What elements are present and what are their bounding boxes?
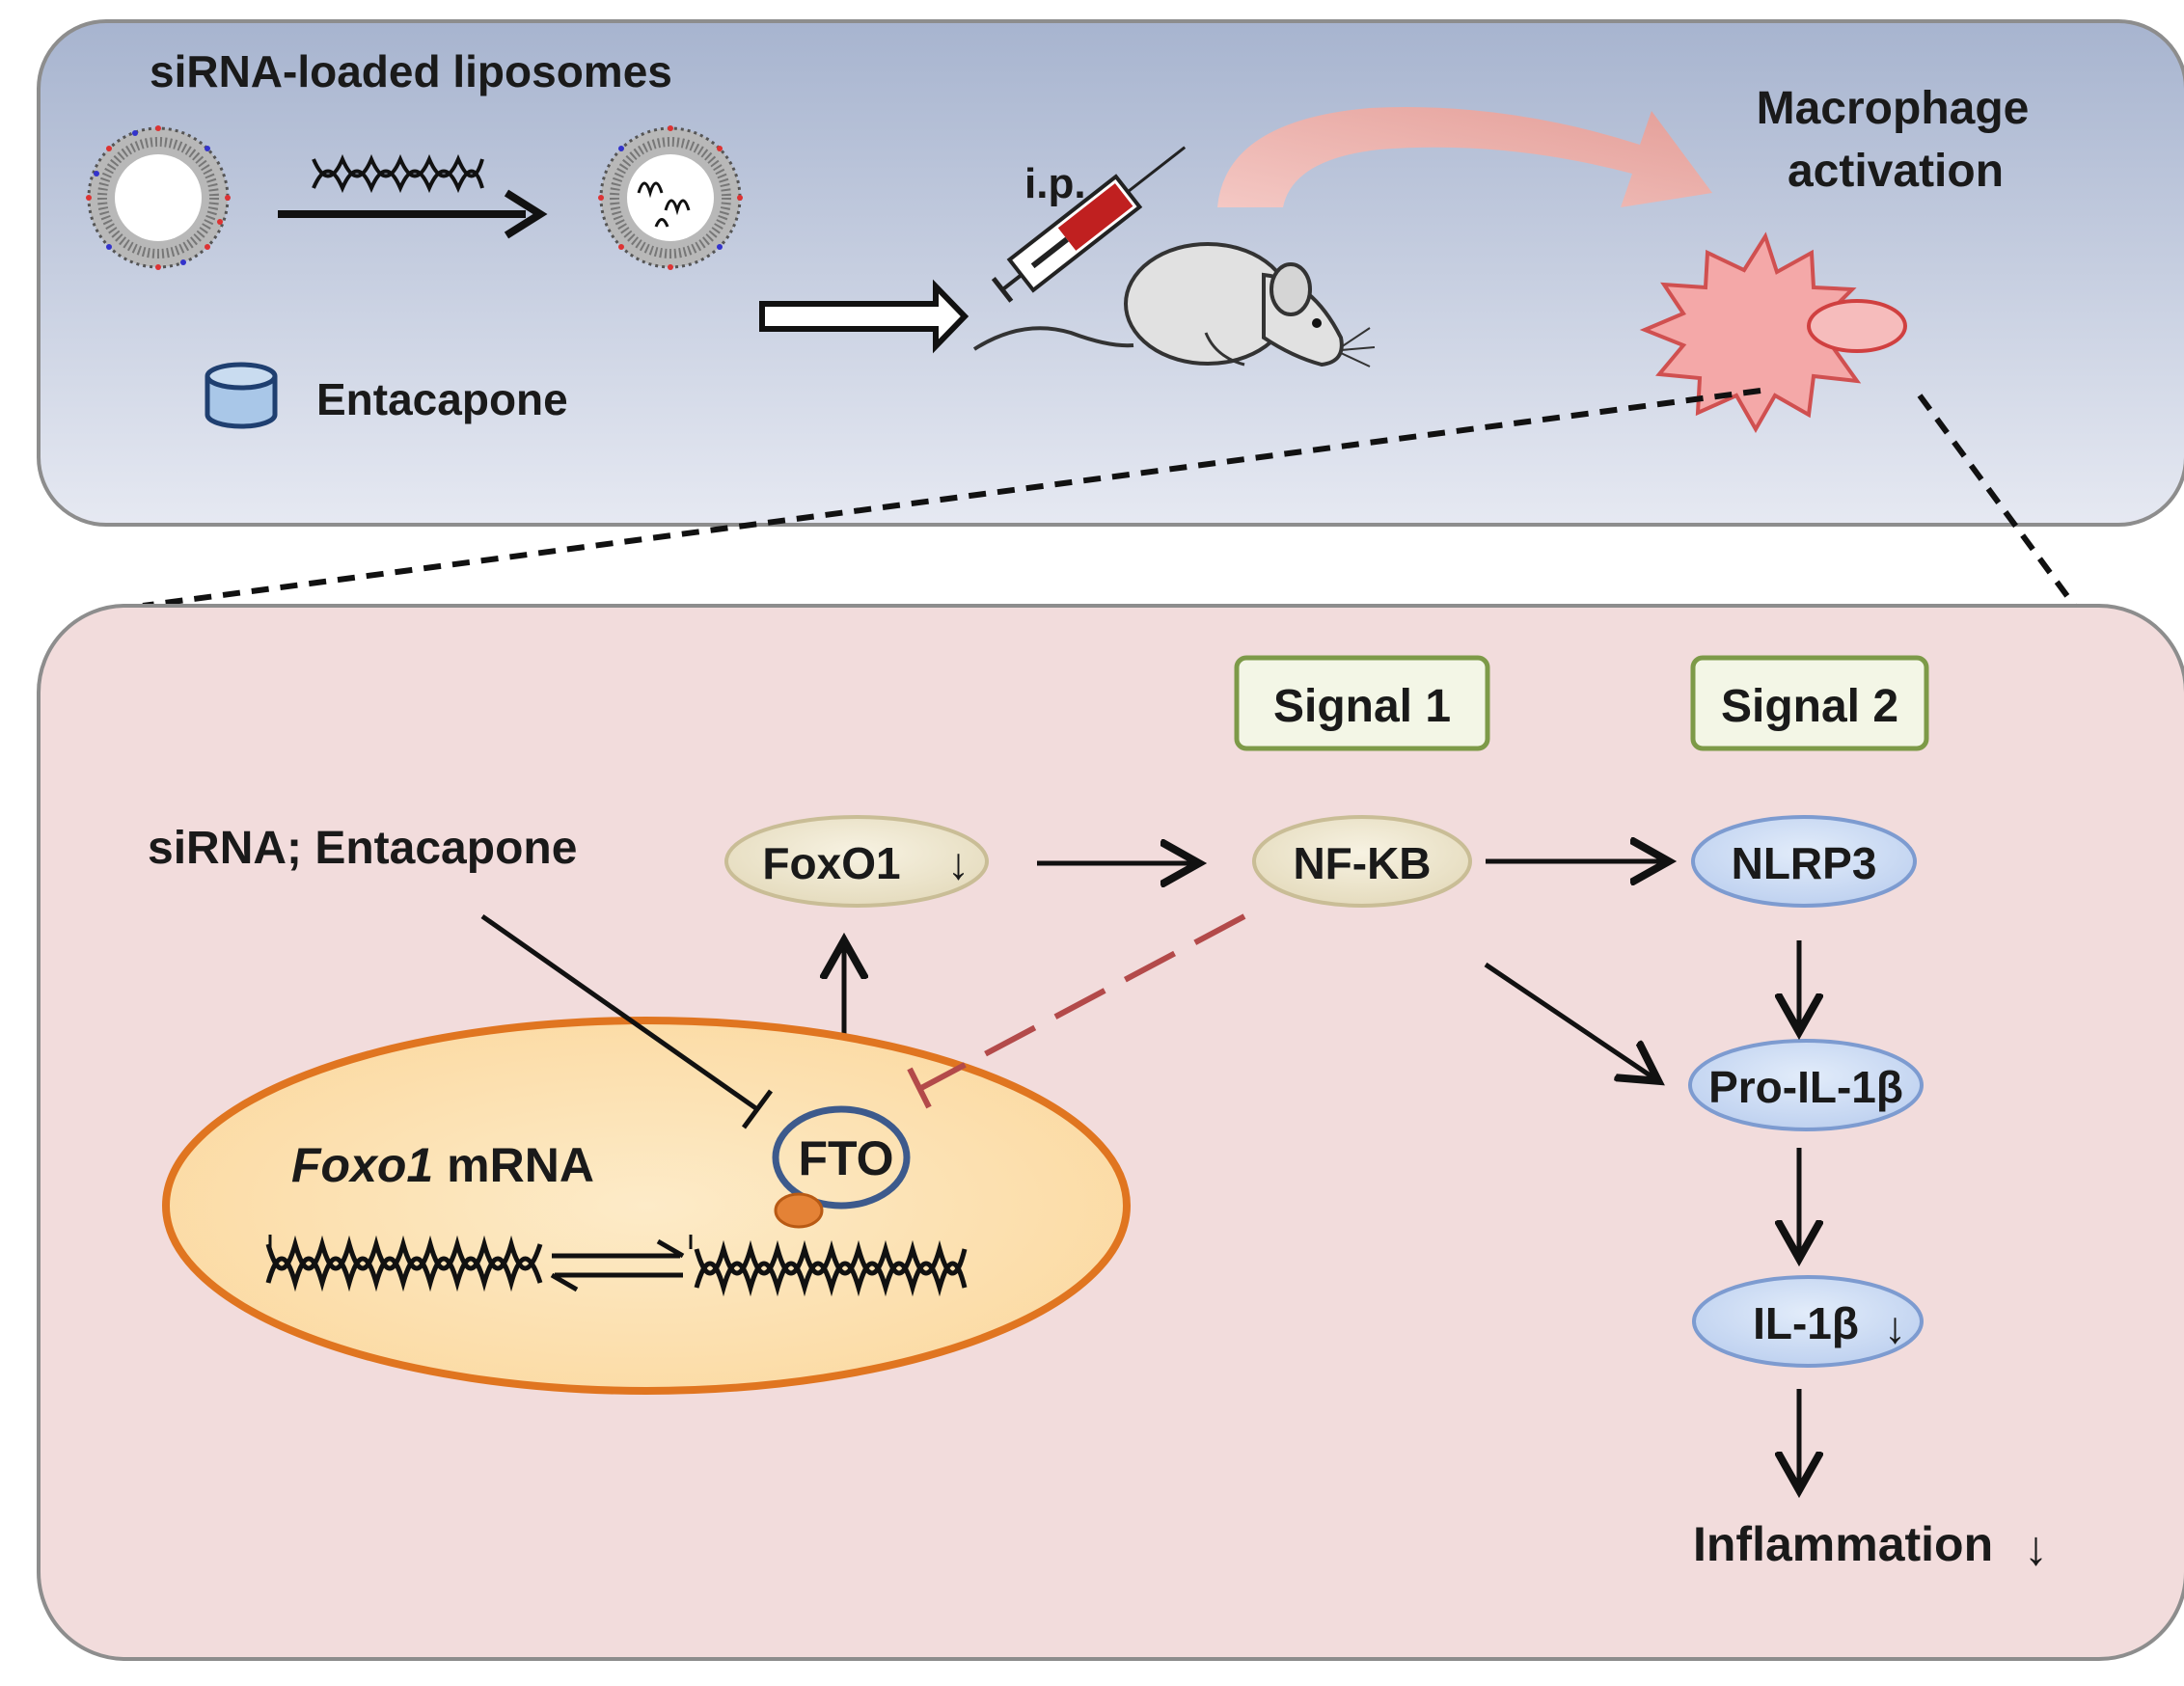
- il1b-down-arrow: ↓: [1884, 1302, 1906, 1352]
- macrophage-icon: [1639, 231, 1907, 434]
- signal2-box: [1690, 655, 1929, 751]
- delivery-double-arrow: [759, 279, 969, 354]
- syringe-icon: [991, 146, 1187, 303]
- nlrp3-label: NLRP3: [1732, 838, 1877, 888]
- arrow-nfkb-to-pro-il1b: [1484, 962, 1654, 1078]
- mrna-label: Foxo1 mRNA: [291, 1138, 594, 1192]
- entacapone-cylinder-icon: [205, 362, 278, 429]
- entacapone-label: Entacapone: [316, 374, 568, 424]
- loading-arrow: [278, 189, 548, 239]
- foxo1-down-arrow: ↓: [947, 838, 969, 888]
- fto-ring: [772, 1105, 911, 1210]
- nucleus: [162, 1017, 1131, 1395]
- pro-il1b-label: Pro-IL-1β: [1708, 1062, 1903, 1112]
- pro-il1b-oval: [1688, 1039, 1924, 1131]
- empty-liposome-icon: [86, 125, 231, 270]
- equilibrium-arrows: [550, 1238, 685, 1292]
- loaded-liposome-icon: [598, 125, 743, 270]
- mrna-helix-left-icon: [265, 1235, 543, 1292]
- mrna-helix-right-icon: [689, 1235, 968, 1297]
- activation-curved-arrow: [1217, 107, 1712, 207]
- signal1-box: [1234, 655, 1490, 751]
- il1b-label: IL-1β: [1753, 1298, 1859, 1348]
- macrophage-title-line1: Macrophage: [1757, 83, 2030, 134]
- injection-label: i.p.: [1024, 160, 1086, 207]
- nfkb-oval: [1252, 815, 1472, 908]
- mrna-gene-name: Foxo1: [291, 1138, 433, 1192]
- pathway-arrows: [844, 861, 1799, 1485]
- inhibition-sirna-to-fto: [480, 913, 774, 1129]
- fto-label: FTO: [798, 1131, 893, 1185]
- foxo1-text: FoxO1: [762, 838, 900, 888]
- zoom-connector-lines: [142, 388, 2094, 631]
- foxo1-oval: [724, 815, 989, 908]
- nlrp3-oval: [1691, 815, 1917, 908]
- inhibitor-label: siRNA; Entacapone: [148, 823, 577, 874]
- nfkb-label: NF-KB: [1293, 838, 1431, 888]
- mouse-icon: [972, 242, 1376, 367]
- macrophage-title-line2: activation: [1788, 146, 2004, 197]
- m6a-mark-icon: [774, 1192, 824, 1229]
- liposome-title: siRNA-loaded liposomes: [150, 46, 672, 96]
- inflammation-down-arrow: ↓: [2024, 1521, 2048, 1575]
- inhibition-nfkb-to-fto: [907, 913, 1246, 1109]
- il1b-oval: [1692, 1275, 1924, 1368]
- sirna-helix-icon: [312, 153, 484, 194]
- signal2-label: Signal 2: [1721, 681, 1898, 732]
- inflammation-label: Inflammation: [1693, 1517, 1993, 1571]
- signal1-label: Signal 1: [1273, 681, 1451, 732]
- mrna-suffix: mRNA: [433, 1138, 594, 1192]
- foxo1-label: FoxO1: [762, 838, 900, 888]
